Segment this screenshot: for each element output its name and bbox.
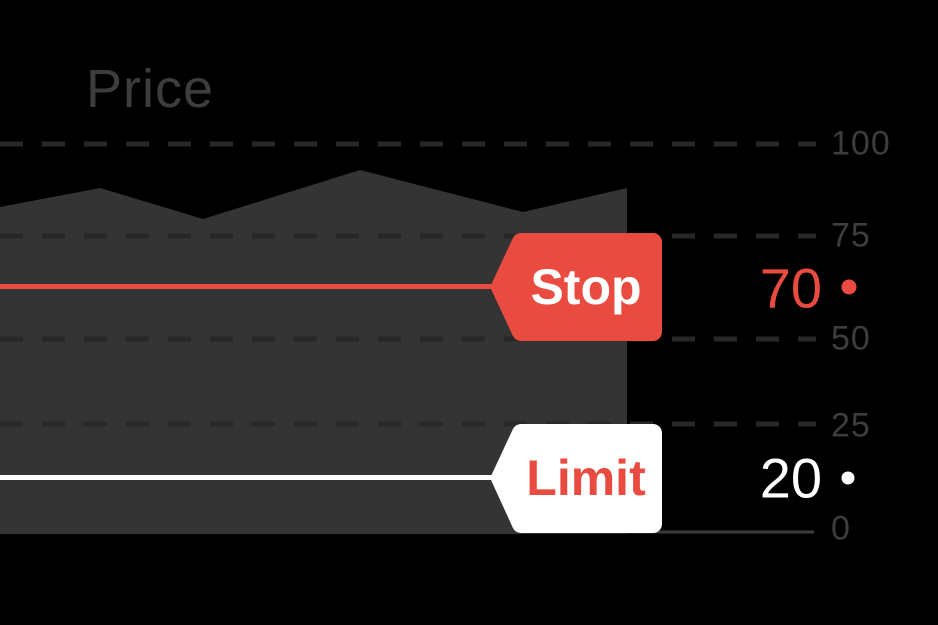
stop-price-value: 70 bbox=[759, 256, 822, 320]
stop-tag-label[interactable]: Stop bbox=[530, 259, 642, 315]
stop-tag[interactable] bbox=[491, 233, 662, 341]
y-tick-75: 75 bbox=[831, 216, 871, 255]
y-tick-50: 50 bbox=[831, 319, 871, 358]
limit-tag-label[interactable]: Limit bbox=[526, 450, 646, 506]
chart-title: Price bbox=[86, 59, 215, 119]
limit-tag[interactable] bbox=[491, 424, 662, 533]
y-tick-0: 0 bbox=[831, 509, 851, 548]
limit-price-value: 20 bbox=[759, 446, 822, 510]
price-area-series bbox=[0, 170, 627, 534]
y-tick-25: 25 bbox=[831, 406, 871, 445]
y-tick-100: 100 bbox=[831, 124, 891, 163]
limit-value-dot bbox=[841, 471, 855, 485]
stop-value-dot bbox=[841, 279, 857, 295]
